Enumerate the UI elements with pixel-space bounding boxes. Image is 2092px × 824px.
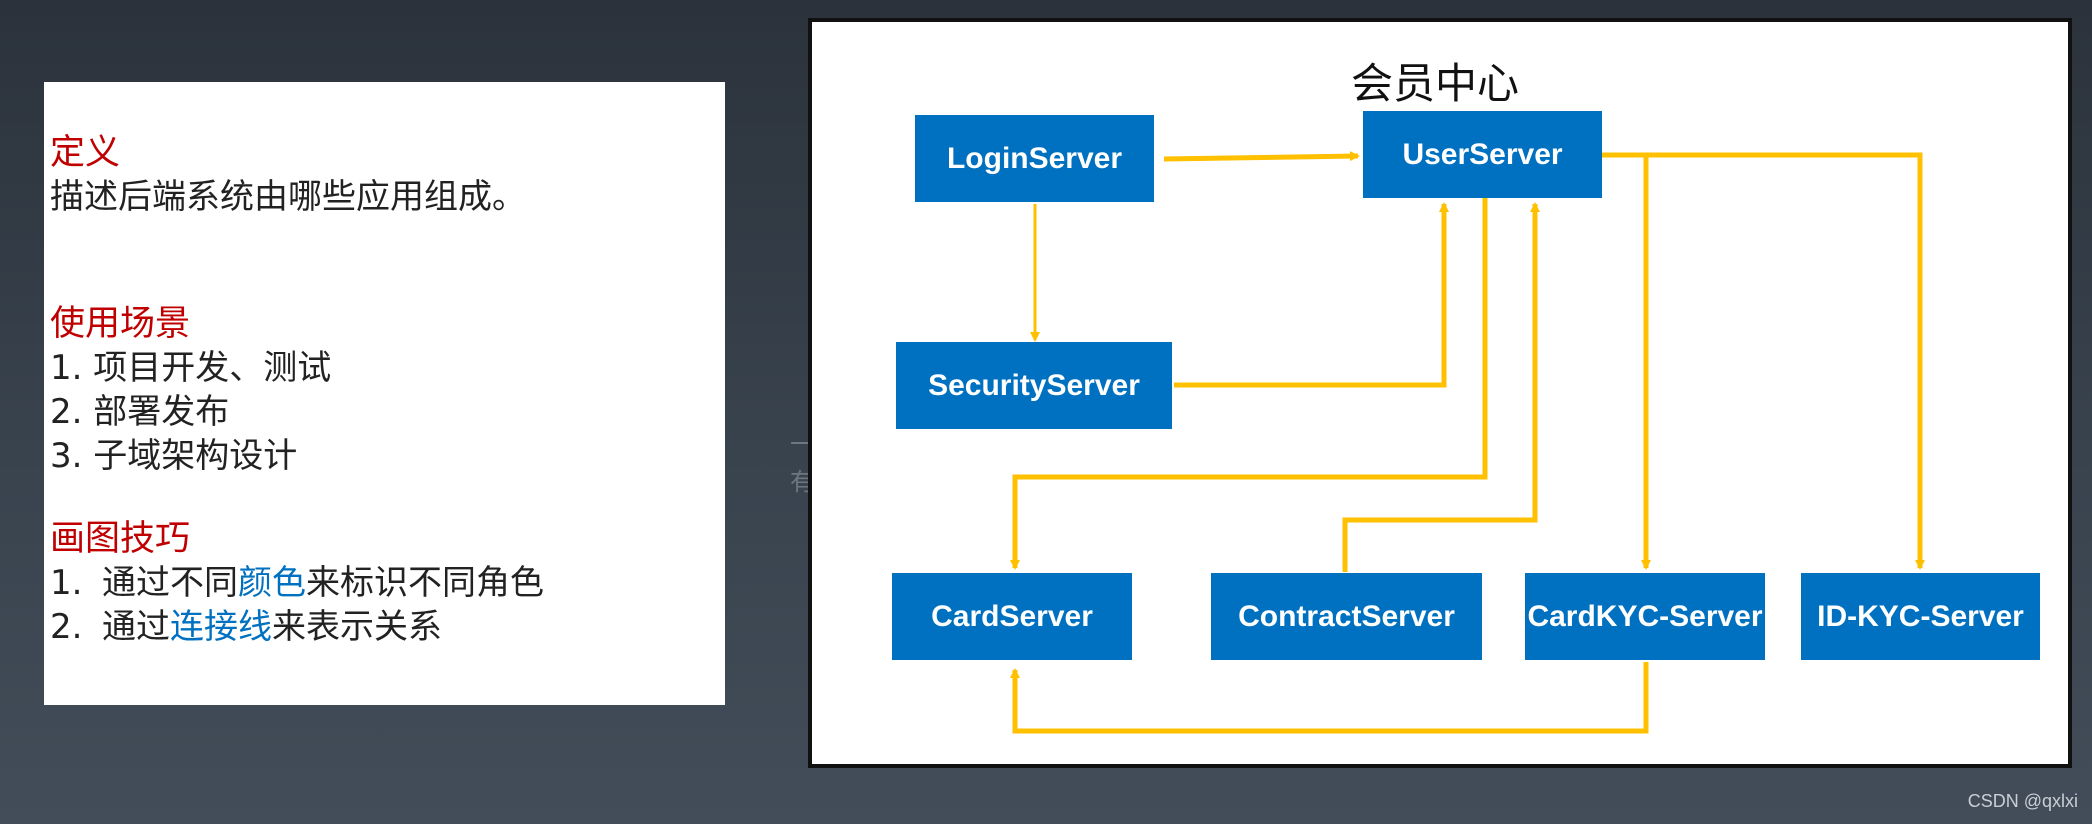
definition-heading: 定义 <box>50 133 121 173</box>
tips-item-suffix: 来标识不同角色 <box>306 563 544 603</box>
tips-item-prefix: 通过不同 <box>102 563 238 603</box>
connector-login-to-user <box>1163 151 1360 162</box>
card-server-node[interactable]: CardServer <box>892 573 1132 660</box>
description-panel: 定义 描述后端系统由哪些应用组成。 使用场景 1. 项目开发、测试 2. 部署发… <box>44 82 725 705</box>
tips-item: 2. 通过连接线来表示关系 <box>50 605 725 649</box>
tips-item-highlight: 颜色 <box>238 563 306 603</box>
connector-user-to-card <box>1010 198 1488 570</box>
architecture-diagram: 会员中心 LoginServer UserServer Sec <box>808 18 2072 768</box>
connector-cardkyc-to-card <box>1010 662 1649 734</box>
login-server-node[interactable]: LoginServer <box>915 115 1154 202</box>
tips-item-suffix: 来表示关系 <box>272 607 442 647</box>
security-server-node[interactable]: SecurityServer <box>896 342 1172 429</box>
connector-layer <box>1010 151 1925 734</box>
connector-user-to-idkyc <box>1592 152 1925 570</box>
usage-heading: 使用场景 <box>50 304 191 344</box>
tips-item-highlight: 连接线 <box>170 607 272 647</box>
diagram-title: 会员中心 <box>1350 59 1519 108</box>
connector-security-to-user <box>1174 202 1449 388</box>
watermark: CSDN @qxlxi <box>1967 791 2078 811</box>
tips-item-number: 1. <box>50 563 83 603</box>
tips-item-number: 2. <box>50 607 83 647</box>
usage-item: 2. 部署发布 <box>50 392 230 432</box>
usage-item: 3. 子域架构设计 <box>50 436 298 476</box>
tips-item: 1. 通过不同颜色来标识不同角色 <box>50 561 725 605</box>
contract-server-node[interactable]: ContractServer <box>1211 573 1482 660</box>
user-server-node[interactable]: UserServer <box>1363 111 1602 198</box>
definition-text: 描述后端系统由哪些应用组成。 <box>50 177 526 217</box>
idkyc-server-node[interactable]: ID-KYC-Server <box>1801 573 2040 660</box>
connector-contract-to-user <box>1342 202 1540 572</box>
tips-item-prefix: 通过 <box>102 607 170 647</box>
usage-item: 1. 项目开发、测试 <box>50 348 332 388</box>
tips-heading: 画图技巧 <box>50 519 191 559</box>
cardkyc-server-node[interactable]: CardKYC-Server <box>1525 573 1765 660</box>
